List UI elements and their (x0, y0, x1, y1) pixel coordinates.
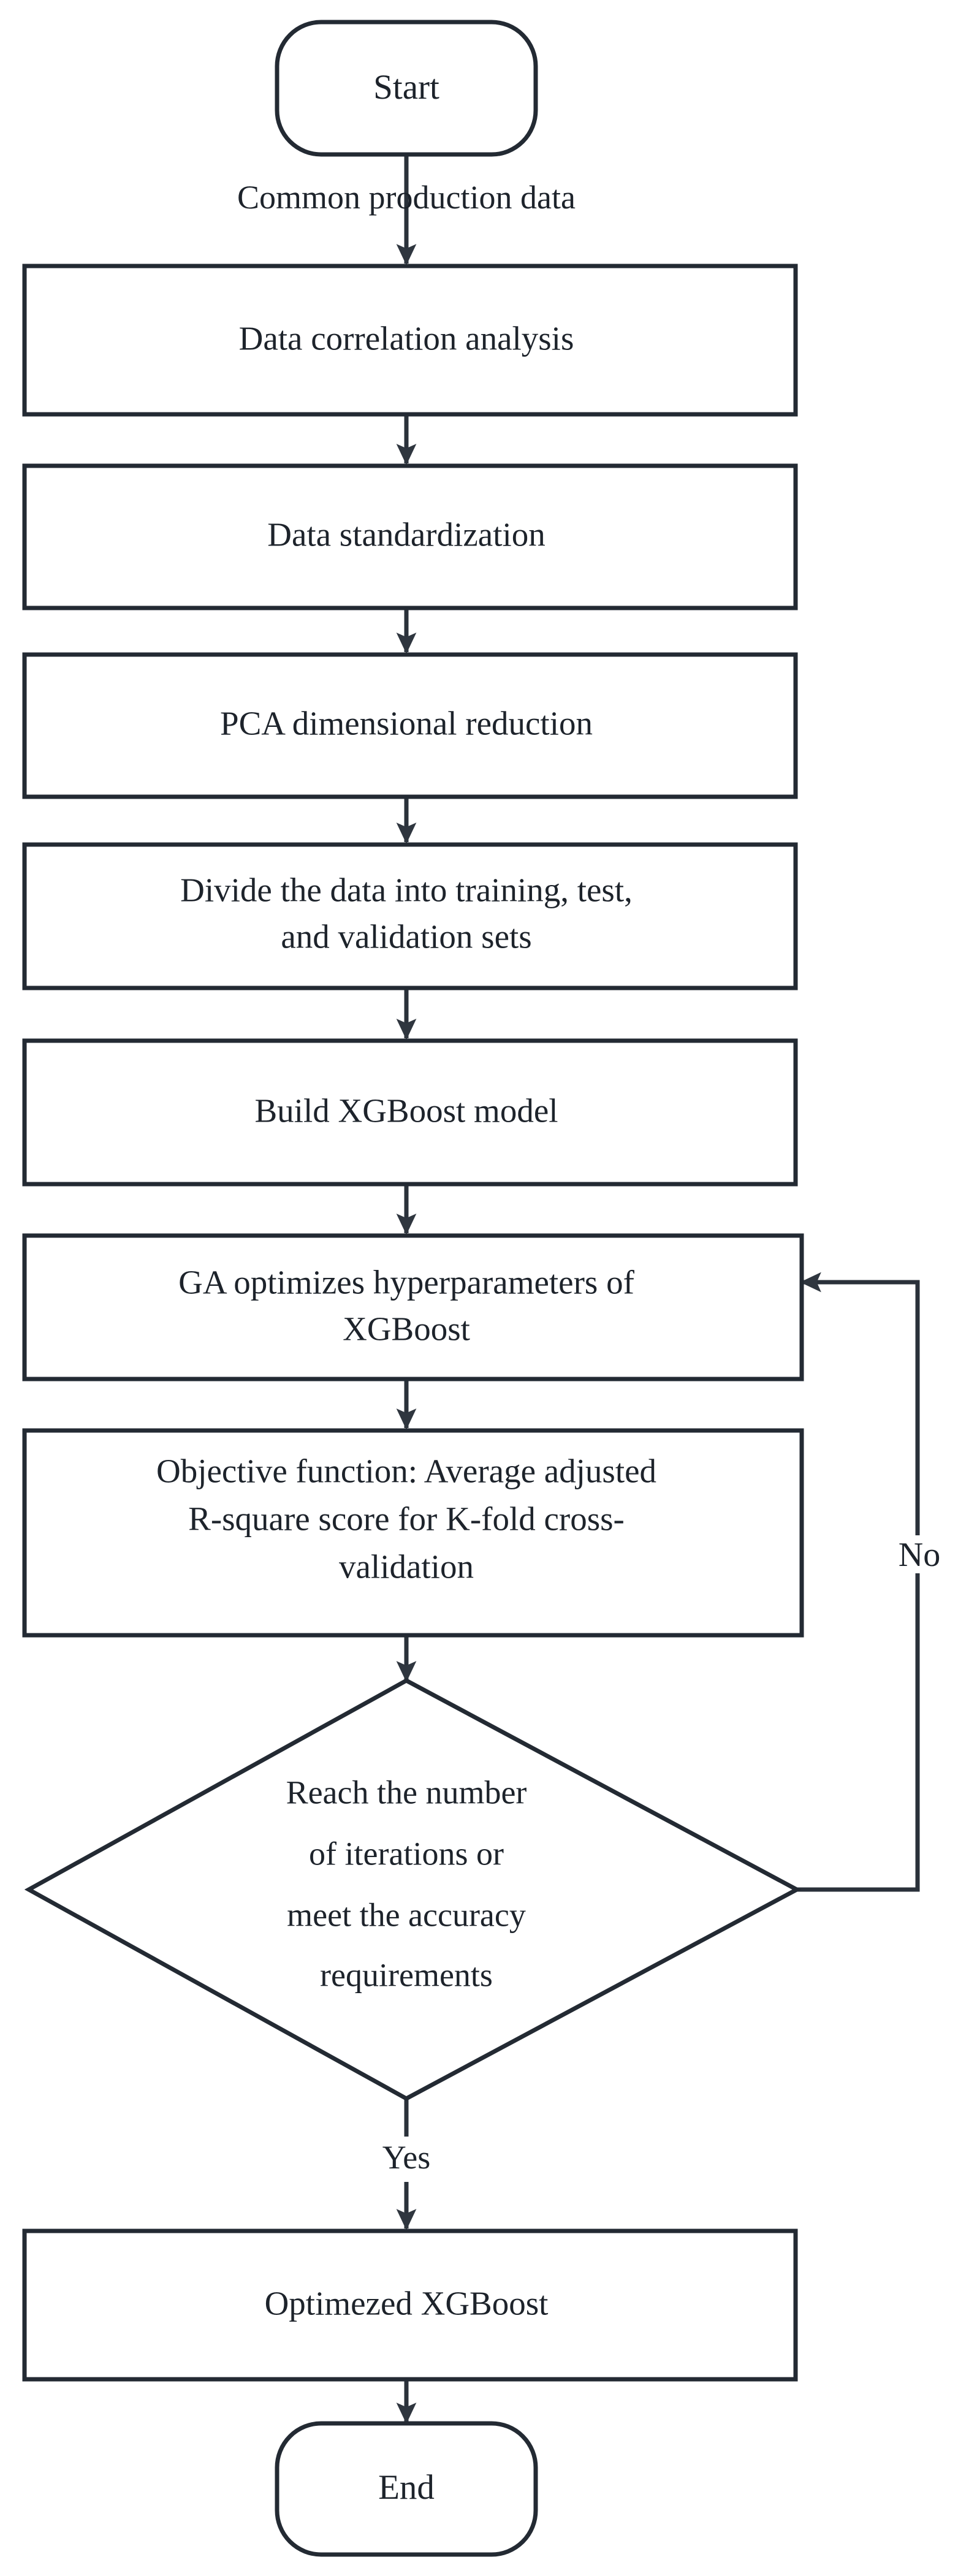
edge-label-common-production-data: Common production data (237, 179, 576, 216)
node-start-label: Start (373, 68, 439, 107)
node-data-correlation-analysis-shape[interactable] (22, 264, 798, 417)
node-objective-function-label-line3: validation (339, 1548, 474, 1586)
node-data-correlation-analysis-label: Data correlation analysis (239, 320, 574, 357)
node-decision-label-line1: Reach the number (286, 1774, 527, 1810)
node-end-label: End (378, 2468, 435, 2507)
node-objective-function-shape[interactable] (22, 1428, 804, 1638)
edge-label-no-backdrop (883, 1535, 956, 1573)
node-ga-optimizes-label-line1: GA optimizes hyperparameters of (178, 1264, 634, 1301)
node-optimezed-xgboost-label: Optimezed XGBoost (265, 2285, 549, 2322)
node-data-standardization-label: Data standardization (267, 516, 546, 553)
edge-label-yes: Yes (382, 2139, 431, 2176)
node-decision-label-line3: meet the accuracy (287, 1896, 526, 1933)
edge-label-no: No (899, 1536, 940, 1574)
node-ga-optimizes-hyperparameters-shape[interactable] (22, 1233, 804, 1381)
node-ga-optimizes-label-line2: XGBoost (343, 1310, 470, 1348)
node-optimezed-xgboost-shape[interactable] (22, 2228, 798, 2382)
node-build-xgboost-model-shape[interactable] (22, 1038, 798, 1187)
node-decision-label-line2: of iterations or (309, 1835, 504, 1872)
node-decision-reach-iterations-shape[interactable] (24, 1678, 802, 2101)
node-build-xgboost-model-label: Build XGBoost model (254, 1092, 558, 1130)
connector-no-feedback-lower (797, 1566, 920, 1892)
node-pca-dimensional-reduction-label: PCA dimensional reduction (220, 705, 593, 742)
node-divide-data-shape[interactable] (22, 842, 798, 990)
connector-no-feedback-upper (800, 1272, 920, 1538)
node-objective-function-label-line1: Objective function: Average adjusted (156, 1453, 656, 1490)
node-pca-dimensional-reduction-shape[interactable] (22, 652, 798, 799)
node-end-shape[interactable] (275, 2421, 538, 2557)
node-objective-function-label-line2: R-square score for K-fold cross- (188, 1500, 625, 1538)
node-decision-label-line4: requirements (320, 1956, 493, 1993)
node-divide-data-label-line2: and validation sets (281, 918, 531, 956)
node-start-shape[interactable] (275, 20, 538, 157)
node-data-standardization-shape[interactable] (22, 463, 798, 610)
node-divide-data-label-line1: Divide the data into training, test, (180, 872, 633, 909)
